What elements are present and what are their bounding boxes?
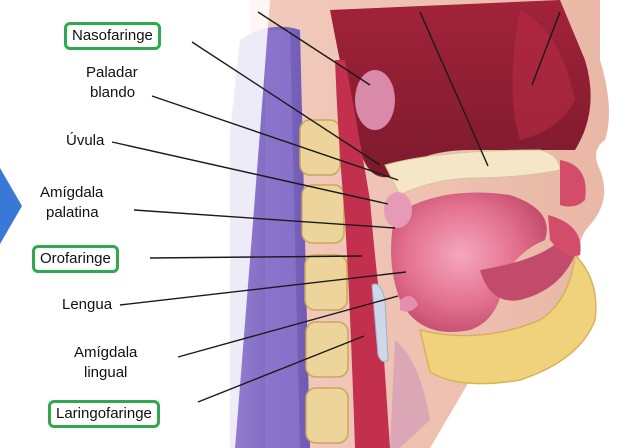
label-paladar-blando-line1: Paladar [86,64,138,82]
label-orofaringe: Orofaringe [32,245,119,273]
label-amigdala-lingual-line2: lingual [84,364,127,382]
palatine-tonsil [384,192,412,228]
label-paladar-blando-line2: blando [90,84,135,102]
label-laringofaringe: Laringofaringe [48,400,160,428]
label-lengua: Lengua [62,296,112,314]
label-amigdala-lingual-line1: Amígdala [74,344,137,362]
label-amigdala-palatina-line2: palatina [46,204,99,222]
label-uvula: Úvula [66,132,104,150]
label-amigdala-palatina-line1: Amígdala [40,184,103,202]
label-nasofaringe: Nasofaringe [64,22,161,50]
